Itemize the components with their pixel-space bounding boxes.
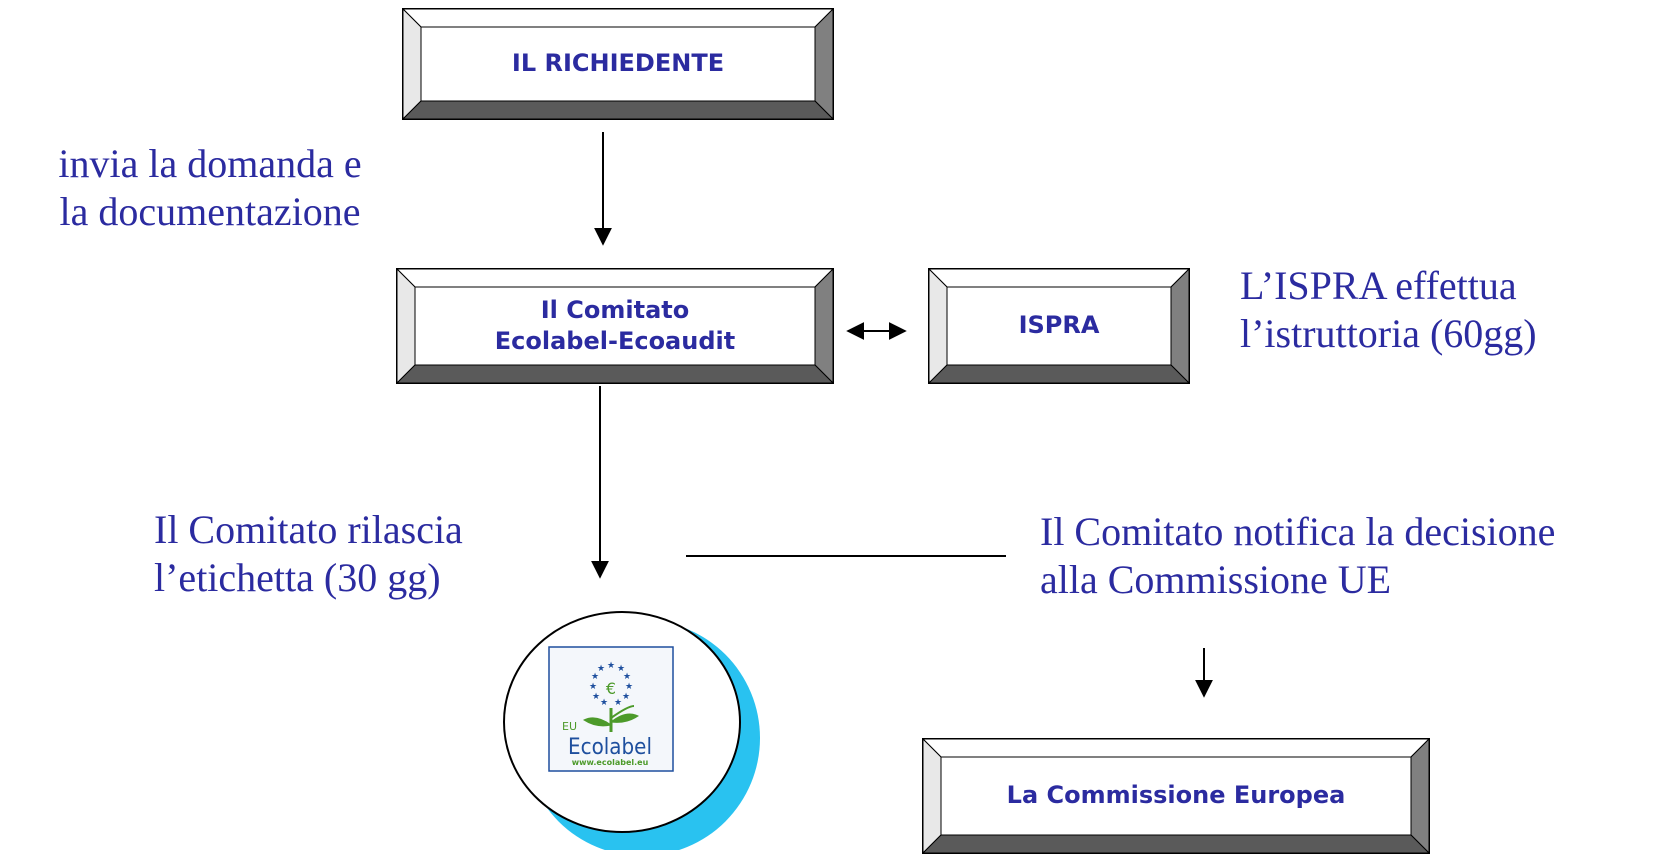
box-comitato-frame: [396, 268, 834, 384]
box-ispra-frame: [928, 268, 1190, 384]
box-richiedente: IL RICHIEDENTE: [402, 8, 834, 120]
note-notifica: Il Comitato notifica la decisione alla C…: [1040, 508, 1555, 604]
box-commissione: La Commissione Europea: [922, 738, 1430, 854]
svg-text:★: ★: [614, 698, 622, 708]
note-invia: invia la domanda e la documentazione: [24, 140, 396, 236]
note-invia-line1: invia la domanda e: [58, 141, 362, 186]
ecolabel-badge: ★ ★ ★ ★ ★ ★ ★ ★ ★ ★ ★ € EU Ecolabel www.…: [503, 611, 760, 850]
box-ispra-label: ISPRA: [1018, 311, 1100, 340]
box-comitato-line1: Il Comitato: [540, 295, 690, 324]
note-rilascia: Il Comitato rilascia l’etichetta (30 gg): [154, 506, 463, 602]
svg-text:★: ★: [592, 692, 600, 702]
bevel-face: [414, 286, 816, 366]
box-commissione-label: La Commissione Europea: [1006, 781, 1346, 810]
flower-stem-icon: [583, 705, 639, 732]
bevel-face: [940, 756, 1412, 836]
bevel-face: [946, 286, 1172, 366]
svg-text:★: ★: [607, 661, 615, 671]
bevel-face: [420, 26, 816, 102]
svg-text:★: ★: [622, 692, 630, 702]
note-invia-line2: la documentazione: [59, 189, 361, 234]
svg-text:★: ★: [623, 672, 631, 682]
logo-url: www.ecolabel.eu: [572, 758, 649, 767]
note-ispra-line1: L’ISPRA effettua: [1240, 263, 1517, 308]
note-ispra: L’ISPRA effettua l’istruttoria (60gg): [1240, 262, 1537, 358]
logo-currency: €: [606, 679, 616, 698]
box-comitato: Il Comitato Ecolabel-Ecoaudit: [396, 268, 834, 384]
note-notifica-line1: Il Comitato notifica la decisione: [1040, 509, 1556, 554]
box-ispra: ISPRA: [928, 268, 1190, 384]
svg-text:★: ★: [591, 672, 599, 682]
box-commissione-frame: [922, 738, 1430, 854]
logo-brand: Ecolabel: [568, 735, 652, 760]
svg-text:★: ★: [625, 682, 633, 692]
note-ispra-line2: l’istruttoria (60gg): [1240, 311, 1537, 356]
svg-text:★: ★: [589, 682, 597, 692]
svg-text:★: ★: [600, 698, 608, 708]
svg-text:★: ★: [617, 664, 625, 674]
box-richiedente-frame: [402, 8, 834, 120]
box-richiedente-label: IL RICHIEDENTE: [511, 49, 725, 78]
box-comitato-line2: Ecolabel-Ecoaudit: [494, 327, 736, 355]
note-rilascia-line1: Il Comitato rilascia: [154, 507, 463, 552]
eu-stars-icon: ★ ★ ★ ★ ★ ★ ★ ★ ★ ★ ★: [589, 661, 633, 708]
note-notifica-line2: alla Commissione UE: [1040, 557, 1392, 602]
svg-text:★: ★: [597, 664, 605, 674]
note-rilascia-line2: l’etichetta (30 gg): [154, 555, 441, 600]
logo-eu: EU: [562, 720, 577, 733]
box-comitato-label: Il Comitato Ecolabel-Ecoaudit: [396, 268, 834, 384]
